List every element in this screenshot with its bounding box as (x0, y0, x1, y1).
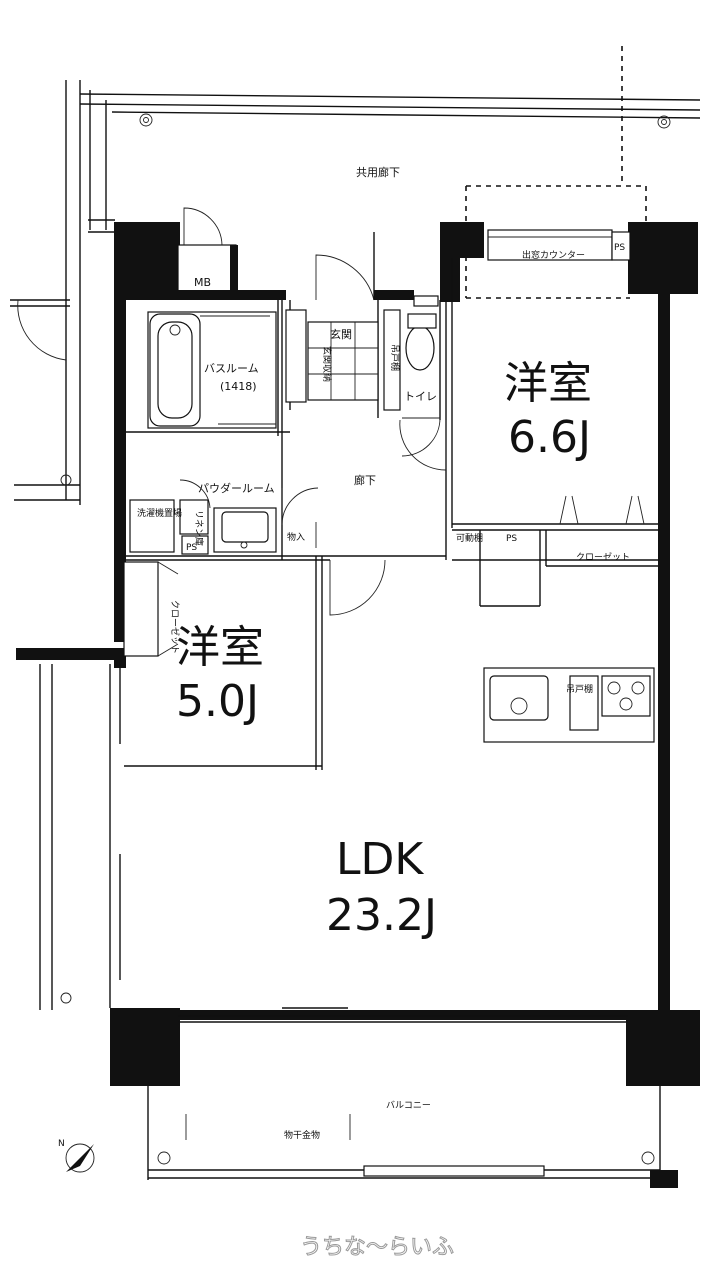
bathroom-fixtures (147, 311, 277, 429)
closet-right-doors (559, 495, 645, 525)
western-room-1-size: 6.6J (508, 412, 591, 463)
toilet-fixtures (383, 295, 439, 411)
corridor-label: 廊下 (354, 473, 376, 487)
ldk-name: LDK (336, 834, 424, 885)
mb-label: MB (194, 276, 211, 289)
powder-room-label: パウダールーム (198, 481, 275, 495)
western-room-2-size: 5.0J (176, 676, 259, 727)
left-windows (39, 664, 121, 1010)
structural-walls (16, 222, 700, 1086)
doors (179, 207, 447, 616)
balcony-label: バルコニー (386, 1100, 431, 1111)
kitchen-counter (483, 667, 655, 743)
kitchen-wall-cabinet-label: 吊戸棚 (566, 683, 593, 695)
ps-mid-label: PS (506, 534, 517, 544)
movable-shelf-label: 可動棚 (456, 532, 483, 544)
bottom-windows (178, 1007, 628, 1023)
linen-shelf-label: リネン庫 (193, 510, 205, 546)
closet-left-label: クローゼット (169, 600, 181, 654)
watermark-logo: うちな～らいふ (300, 1235, 454, 1260)
ps-laundry-label: PS (186, 543, 197, 553)
north-arrow-icon (65, 1143, 95, 1173)
balcony (147, 1086, 678, 1188)
shared-corridor-railing (10, 80, 701, 505)
entrance-area (285, 309, 379, 403)
bathroom-size-label: (1418) (220, 380, 257, 393)
entrance-label: 玄関 (330, 327, 352, 341)
entrance-storage-label: 玄関収納 (321, 346, 333, 382)
toilet-label: トイレ (404, 390, 437, 403)
bay-window-counter (487, 229, 631, 261)
clothes-hanger-label: 物干金物 (284, 1129, 320, 1141)
western-room-1-name: 洋室 (504, 358, 592, 409)
storage-label: 物入 (287, 531, 305, 543)
laundry-area-label: 洗濯機置場 (137, 507, 182, 519)
north-mark-label: N (58, 1139, 65, 1149)
powder-room-fixtures (129, 499, 277, 555)
toilet-wall-cabinet-label: 吊戸棚 (389, 344, 401, 371)
shared-corridor-label: 共用廊下 (356, 165, 400, 179)
bay-window-outline (465, 46, 647, 299)
ldk-size: 23.2J (326, 890, 437, 941)
ps-top-label: PS (614, 243, 625, 253)
closet-right-label: クローゼット (576, 551, 630, 563)
bathroom-label: バスルーム (204, 362, 259, 375)
western-room-2-name: 洋室 (176, 622, 264, 673)
bay-window-counter-label: 出窓カウンター (522, 249, 585, 261)
